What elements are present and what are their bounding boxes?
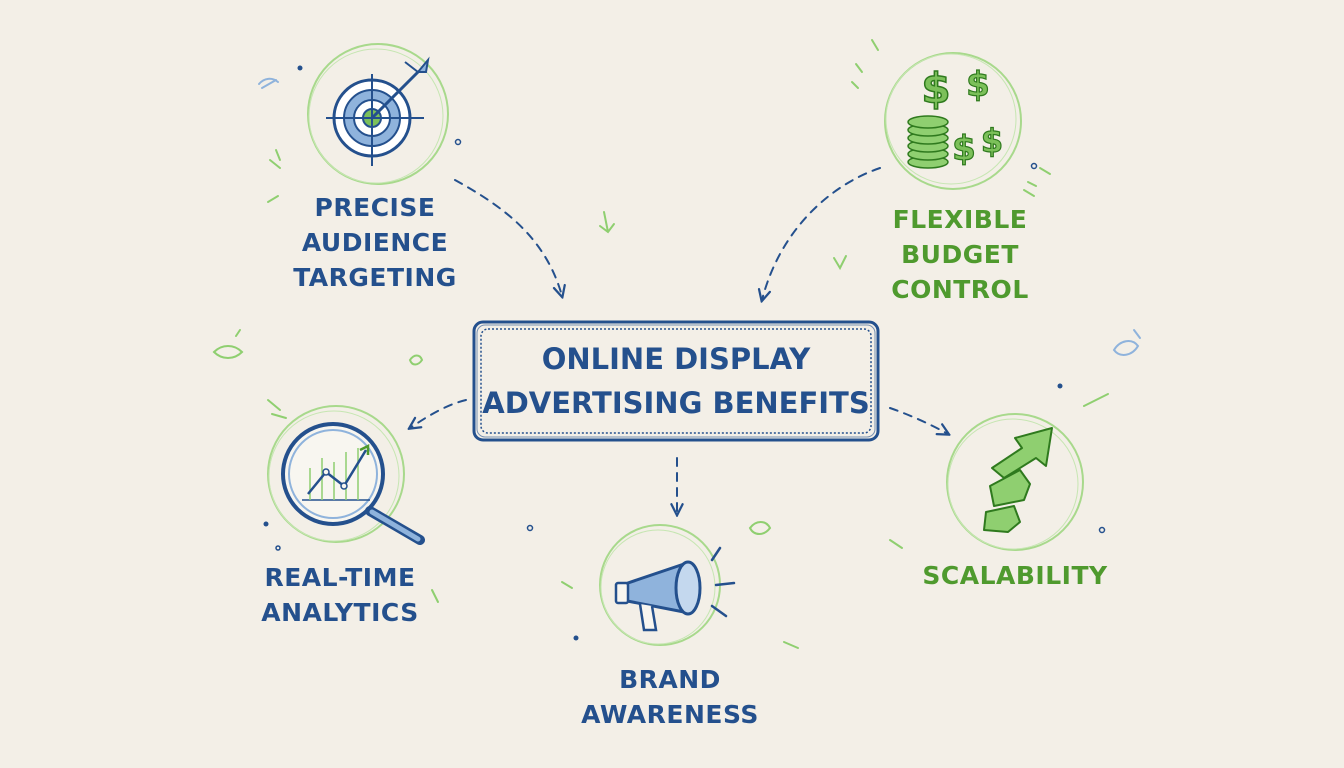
benefit-label-line: AWARENESS	[581, 700, 759, 729]
benefit-label-analytics: REAL-TIME ANALYTICS	[250, 560, 430, 630]
benefit-label-budget: FLEXIBLE BUDGET CONTROL	[870, 202, 1050, 307]
title-line-1: ONLINE DISPLAY	[541, 342, 811, 376]
benefit-label-scalability: SCALABILITY	[920, 558, 1110, 593]
benefit-label-line: ANALYTICS	[261, 598, 419, 627]
benefit-label-line: FLEXIBLE	[892, 205, 1028, 234]
benefit-label-line: AUDIENCE	[301, 228, 449, 257]
diagram-title: ONLINE DISPLAY ADVERTISING BENEFITS	[474, 322, 878, 440]
benefit-label-line: REAL-TIME	[264, 563, 416, 592]
benefit-label-line: TARGETING	[293, 263, 457, 292]
svg-text:$: $	[981, 122, 1003, 160]
connector-to-targeting	[454, 179, 562, 296]
benefit-label-line: SCALABILITY	[922, 561, 1108, 590]
magnifier-chart-icon	[267, 405, 425, 545]
connector-to-scalability	[889, 407, 948, 434]
benefit-label-line: PRECISE	[314, 193, 436, 222]
benefit-label-targeting: PRECISE AUDIENCE TARGETING	[280, 190, 470, 295]
connector-arrows	[410, 167, 948, 514]
growth-arrow-icon	[946, 413, 1084, 551]
title-line-2: ADVERTISING BENEFITS	[482, 386, 870, 420]
target-with-arrow-icon	[307, 43, 449, 185]
benefit-label-brand: BRAND AWARENESS	[580, 662, 760, 732]
connector-to-analytics	[410, 399, 467, 428]
benefit-label-line: CONTROL	[891, 275, 1029, 304]
benefit-label-line: BUDGET	[901, 240, 1019, 269]
megaphone-icon	[599, 524, 736, 646]
connector-to-budget	[762, 167, 881, 300]
benefit-label-line: BRAND	[619, 665, 721, 694]
center-box	[472, 320, 880, 442]
svg-text:$: $	[921, 64, 950, 113]
svg-text:$: $	[966, 65, 990, 105]
decorative-sketch-marks	[212, 39, 1141, 649]
svg-text:$: $	[952, 129, 976, 169]
dollar-coins-icon: $ $ $ $	[884, 52, 1022, 190]
